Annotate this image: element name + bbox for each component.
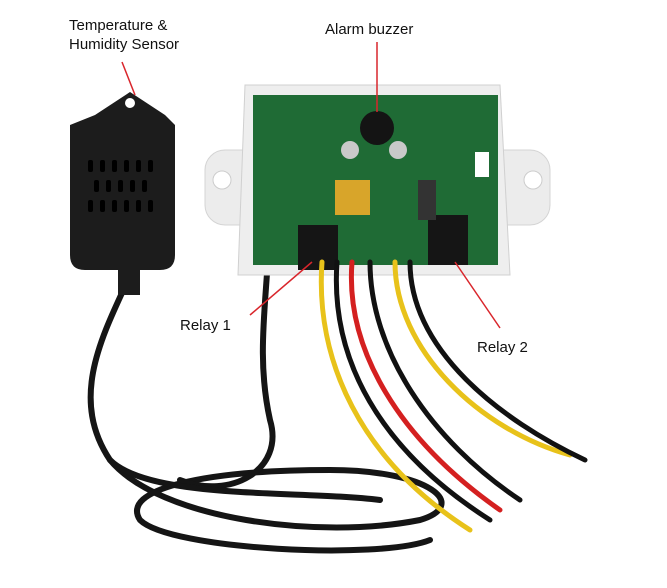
sensor-label: Temperature & Humidity Sensor (69, 16, 179, 54)
alarm-buzzer (360, 111, 394, 145)
transformer (335, 180, 370, 215)
relay1-pointer (249, 261, 313, 316)
pointer-lines (121, 42, 501, 329)
relay2-pointer (454, 261, 501, 329)
relay1-label: Relay 1 (180, 317, 231, 334)
controller-case (204, 84, 551, 276)
sensor-label-line2: Humidity Sensor (69, 36, 180, 53)
relay-wires (318, 259, 588, 533)
relay2-label: Relay 2 (477, 339, 528, 356)
buzzer-label: Alarm buzzer (325, 21, 414, 38)
relay-2 (428, 215, 468, 265)
temperature-humidity-sensor (70, 92, 175, 295)
relay-1 (298, 225, 338, 270)
sensor-label-line1: Temperature & (69, 17, 168, 34)
sensor-pointer (121, 61, 136, 96)
